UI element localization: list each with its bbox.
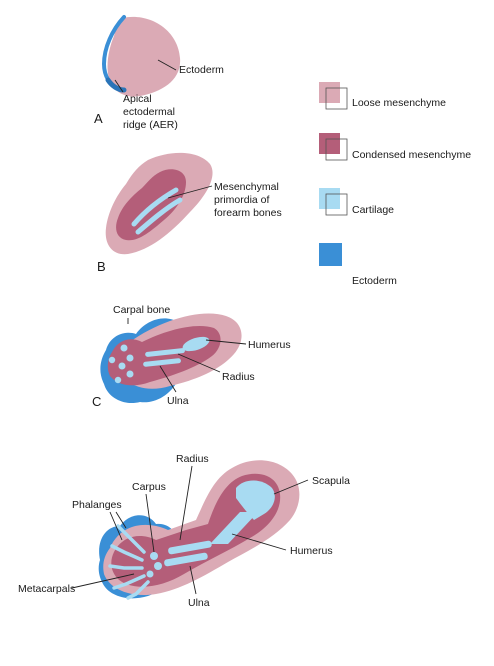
leader-carpus-d [145,493,155,553]
legend-swatch-loose [319,82,340,103]
label-primordia-line3: forearm bones [214,207,282,219]
label-radius-d: Radius [176,453,209,465]
label-carpal: Carpal bone [113,304,170,316]
legend-swatch-condensed [319,133,340,154]
label-ectoderm: Ectoderm [179,64,224,76]
scapula-d [236,480,275,520]
label-aer-line3: ridge (AER) [123,119,178,131]
leader-radius-c [177,353,221,373]
legend-loose-mesenchyme: Loose mesenchyme [319,82,446,110]
legend-swatch-outline [325,193,348,216]
panel-c: Carpal bone Humerus Radius Ulna C [92,304,291,409]
label-metacarpals-d: Metacarpals [18,583,75,595]
humerus-d [210,512,258,544]
panel-letter-a: A [94,111,103,126]
aer-ridge [105,77,127,93]
ulna-c [143,358,181,367]
label-ulna-d: Ulna [188,597,210,609]
ulna-d [164,552,208,567]
label-phalanges-d: Phalanges [72,499,122,511]
legend-label-loose: Loose mesenchyme [352,97,446,109]
leader-ulna-c [159,365,177,393]
leader-aer [114,79,124,93]
radius-c [145,348,185,357]
label-aer-line1: Apical [123,93,152,105]
legend-swatch-ectoderm [319,243,342,266]
leader-metacarpals-d [71,573,135,589]
leader-ectoderm [157,59,177,71]
legend-swatch-cartilage [319,188,340,209]
legend-ectoderm: Ectoderm [319,243,397,287]
label-primordia-line2: primordia of [214,194,270,206]
radius-d [168,540,212,555]
panel-b: Mesenchymal primordia of forearm bones B [97,152,282,274]
legend: Loose mesenchyme Condensed mesenchyme Ca… [319,82,471,287]
legend-label-cartilage: Cartilage [352,204,394,216]
label-aer-line2: ectodermal [123,106,175,118]
forearm-primordia-b [131,187,183,235]
legend-label-condensed: Condensed mesenchyme [352,149,471,161]
label-humerus-d: Humerus [290,545,333,557]
legend-swatch-outline [325,87,348,110]
legend-cartilage: Cartilage [319,188,394,216]
carpal-bones-c [108,344,134,384]
legend-condensed-mesenchyme: Condensed mesenchyme [319,133,471,161]
metacarpals-phalanges-d [108,524,150,600]
legend-swatch-outline [325,138,348,161]
leader-scapula-d [273,479,309,495]
leader-primordia [167,185,213,199]
label-humerus-c: Humerus [248,339,291,351]
panel-a: Ectoderm Apical ectodermal ridge (AER) A [94,15,224,131]
label-primordia-line1: Mesenchymal [214,181,279,193]
panel-d: Radius Carpus Scapula Phalanges Humerus … [18,453,350,609]
panel-letter-b: B [97,259,106,274]
legend-label-ectoderm: Ectoderm [352,275,397,287]
label-ulna-c: Ulna [167,395,189,407]
leader-humerus-c [205,339,247,345]
carpus-d [146,552,162,578]
label-carpus-d: Carpus [132,481,166,493]
leader-radius-d [179,465,193,541]
leader-humerus-d [231,533,287,551]
humerus-c [182,336,210,352]
panel-letter-c: C [92,394,101,409]
leader-ulna-d [189,565,197,595]
label-radius-c: Radius [222,371,255,383]
label-scapula-d: Scapula [312,475,350,487]
limb-bud-a-mesenchyme [107,16,181,97]
leader-phalanges-d [109,511,127,541]
